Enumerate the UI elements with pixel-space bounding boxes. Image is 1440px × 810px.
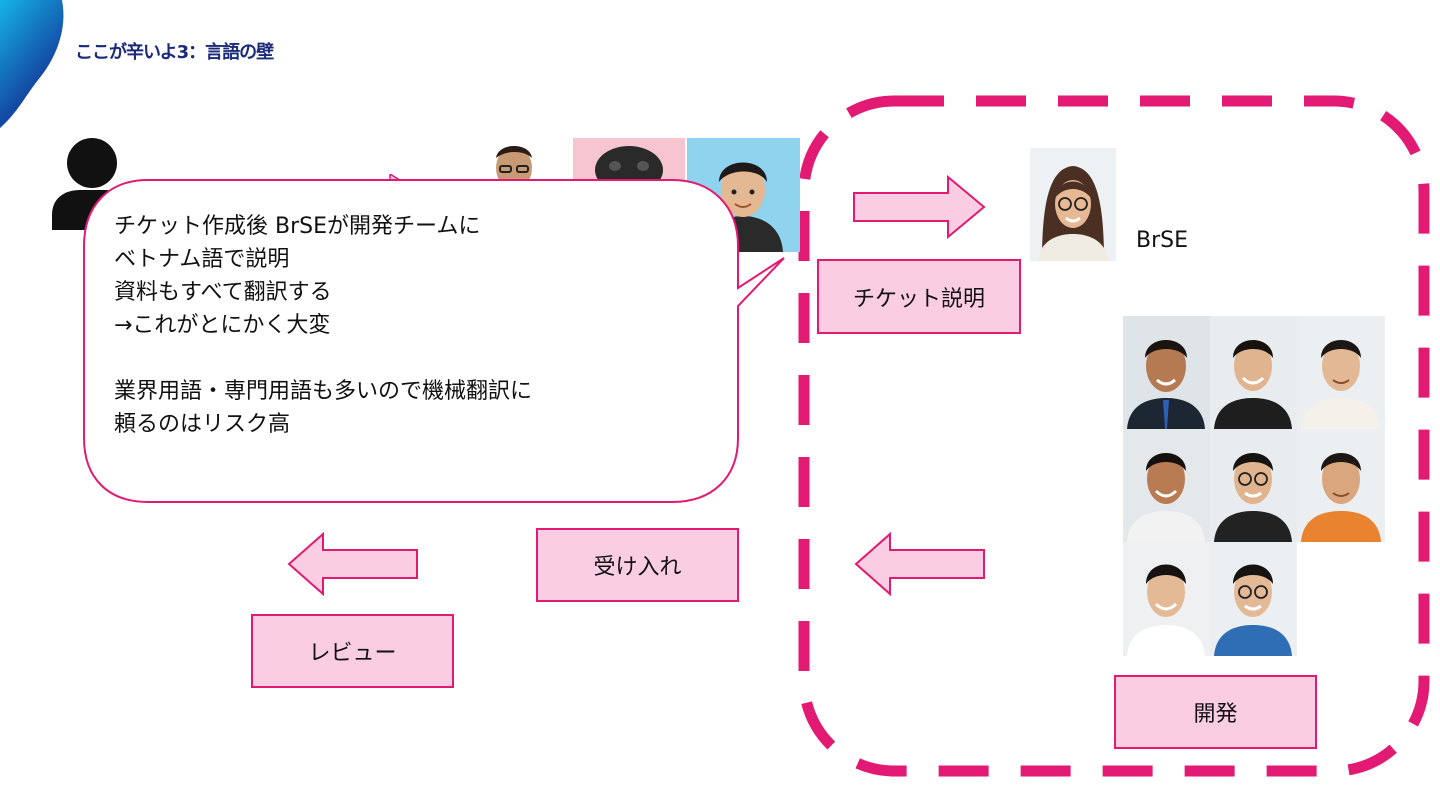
developer-avatar bbox=[1123, 542, 1210, 656]
brse-avatar bbox=[1030, 148, 1116, 261]
bubble-line: チケット作成後 BrSEが開発チームに bbox=[114, 214, 481, 239]
bubble-line: ベトナム語で説明 bbox=[114, 247, 290, 272]
developer-avatar bbox=[1210, 316, 1297, 429]
developer-avatar bbox=[1210, 429, 1297, 542]
team-member-avatar bbox=[573, 138, 685, 183]
left-arrow-icon bbox=[854, 532, 985, 596]
brse-label: BrSE bbox=[1136, 228, 1189, 253]
speech-bubble bbox=[83, 179, 785, 503]
developer-avatar bbox=[1123, 429, 1210, 542]
bubble-line: 資料もすべて翻訳する bbox=[114, 280, 332, 305]
developer-avatar bbox=[1297, 429, 1385, 542]
dev-team-frame bbox=[798, 95, 1430, 777]
develop-box: 開発 bbox=[1114, 675, 1317, 749]
corner-decoration bbox=[0, 0, 64, 128]
bubble-line: →これがとにかく大変 bbox=[114, 313, 331, 338]
developer-avatar bbox=[1210, 542, 1297, 656]
bubble-line bbox=[114, 342, 714, 375]
review-box: レビュー bbox=[251, 614, 454, 688]
accept-box: 受け入れ bbox=[536, 528, 739, 602]
bubble-line: 頼るのはリスク高 bbox=[114, 412, 291, 437]
left-arrow-icon bbox=[287, 532, 418, 596]
bubble-line: 業界用語・専門用語も多いので機械翻訳に bbox=[114, 379, 533, 404]
developer-avatar bbox=[1297, 316, 1385, 429]
right-arrow-icon bbox=[853, 175, 986, 239]
bubble-text: チケット作成後 BrSEが開発チームに ベトナム語で説明 資料もすべて翻訳する … bbox=[114, 210, 714, 441]
ticket-explain-box: チケット説明 bbox=[817, 259, 1021, 334]
dev-team-avatars bbox=[1123, 316, 1385, 656]
slide-title: ここが辛いよ3：言語の壁 bbox=[75, 42, 274, 63]
developer-avatar bbox=[1123, 316, 1210, 429]
